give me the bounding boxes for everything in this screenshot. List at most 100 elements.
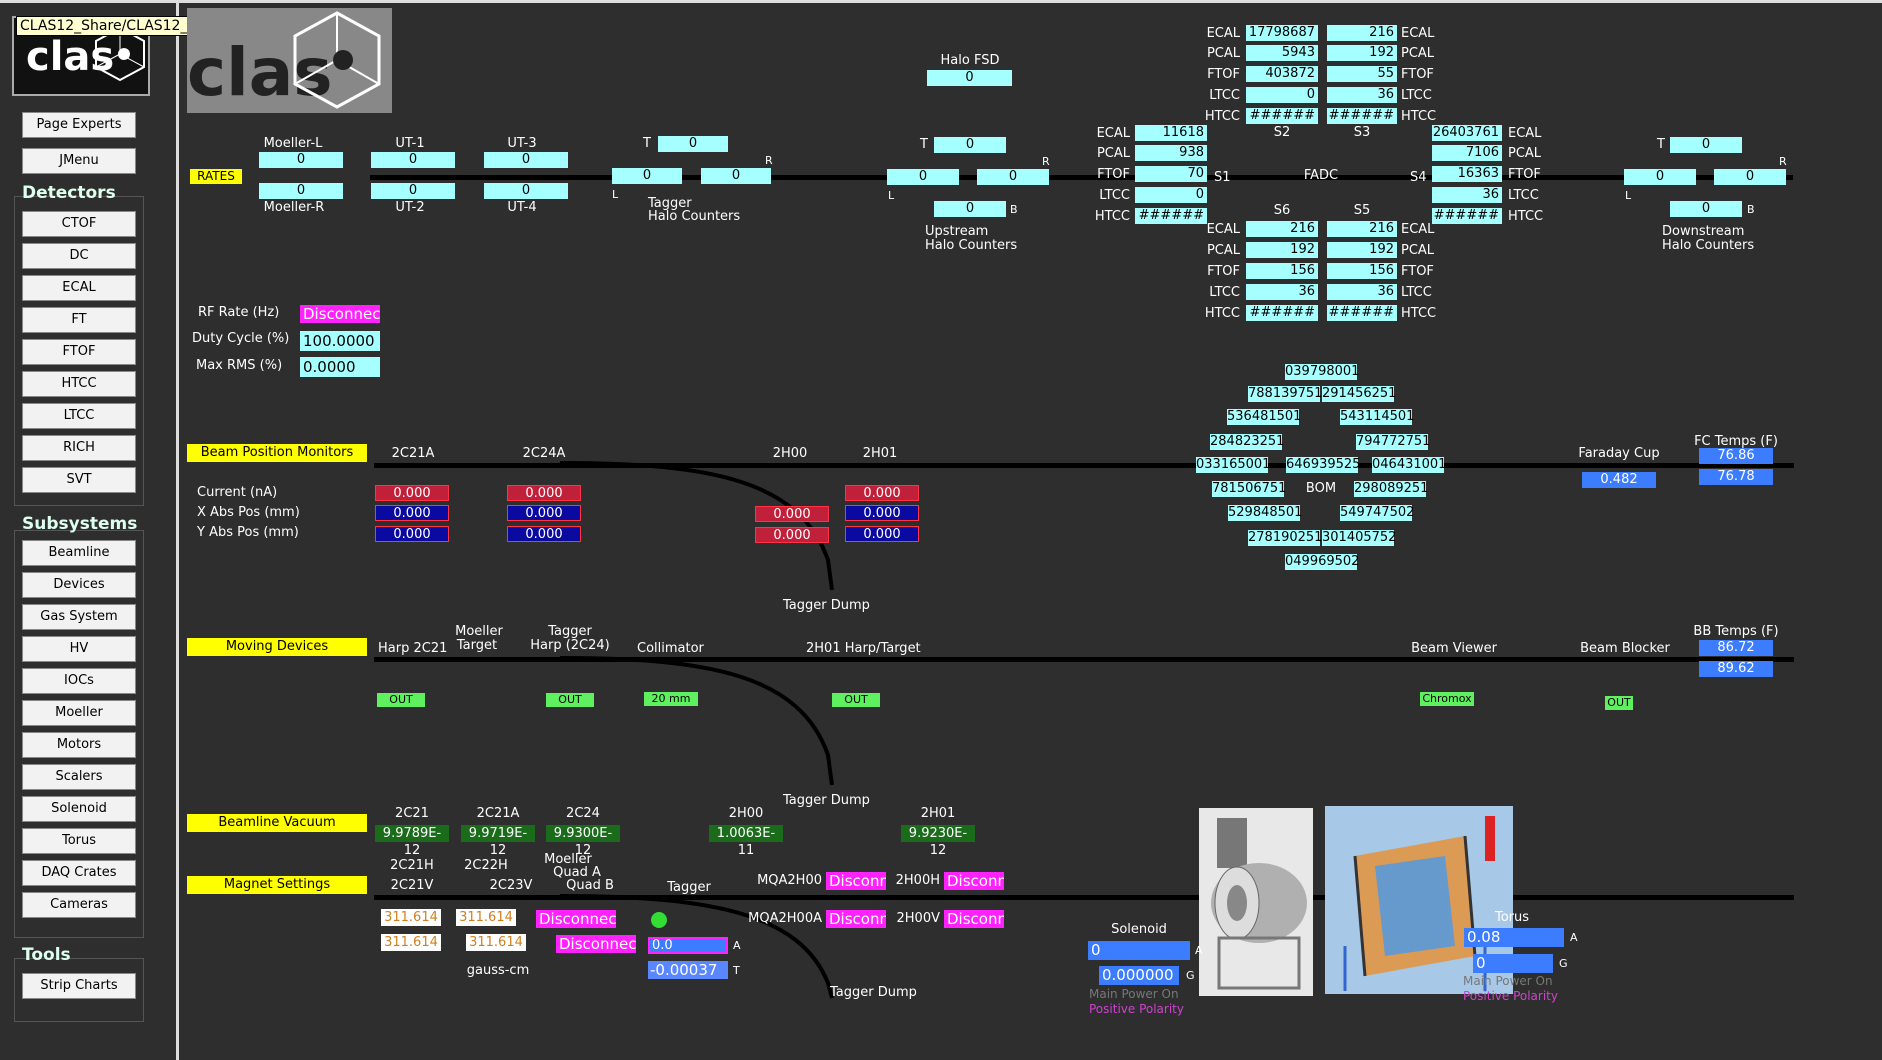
s2-label: S2 [1273,125,1291,140]
s3-ltcc: 36 [1327,87,1397,103]
s5-ltcc: 36 [1327,284,1397,300]
downstream-l-letter: L [1625,189,1632,202]
s6-ecal: 216 [1246,221,1318,237]
bpm-beamline [374,463,1794,468]
downstream-r-letter: R [1779,155,1787,168]
mag-2c21v-label: 2C21V [390,878,434,893]
torus-polarity: Positive Polarity [1463,989,1558,1003]
ctof-button[interactable]: CTOF [22,211,136,237]
svt-button[interactable]: SVT [22,467,136,493]
ltcc-button[interactable]: LTCC [22,403,136,429]
bom-value-12: 529848501 [1228,505,1303,521]
iocs-button[interactable]: IOCs [22,668,136,694]
ut3-value: 0 [484,152,568,168]
bom-value-4: 543114501 [1340,409,1415,425]
beam-blocker-label: Beam Blocker [1580,641,1670,656]
mqa2h00a-label: MQA2H00A [748,911,822,926]
bpm-2h00-label: 2H00 [772,446,808,461]
htcc-button[interactable]: HTCC [22,371,136,397]
s1-det-htcc: HTCC [1094,209,1130,224]
motors-button[interactable]: Motors [22,732,136,758]
s3-ecal: 216 [1327,25,1397,41]
s6-pcal: 192 [1246,242,1318,258]
s6-det-ftof: FTOF [1207,264,1240,279]
s6-det-htcc: HTCC [1204,306,1240,321]
solenoid-current-input[interactable]: 0 [1088,941,1190,960]
bpm-2c24a-y: 0.000 [507,526,581,542]
s2-det-ftof: FTOF [1207,67,1240,82]
ut1-label: UT-1 [395,136,425,151]
solenoid-field-value: 0.000000 [1099,966,1179,985]
solenoid-button[interactable]: Solenoid [22,796,136,822]
s1-htcc: ###### [1135,208,1207,224]
ut2-value: 0 [371,183,455,199]
devices-button[interactable]: Devices [22,572,136,598]
s4-ftof: 16363 [1432,166,1502,182]
rich-button[interactable]: RICH [22,435,136,461]
jmenu-button[interactable]: JMenu [22,148,136,174]
vac-2h01-label: 2H01 [920,806,956,821]
scalers-button[interactable]: Scalers [22,764,136,790]
bom-value-13: 549747502 [1340,505,1415,521]
bom-value-15: 301405752 [1322,530,1397,546]
detectors-group [14,196,144,506]
tagger-dump-label-2: Tagger Dump [783,793,870,808]
vac-2c21-value: 9.9789E-12 [375,825,449,858]
s5-det-ftof: FTOF [1401,264,1434,279]
strip-charts-button[interactable]: Strip Charts [22,973,136,999]
bom-value-3: 536481501 [1227,409,1302,425]
vac-2c21a-value: 9.9719E-12 [461,825,535,858]
tagger-status-led-icon [651,912,667,928]
vac-2h00-value: 1.0063E-11 [709,825,783,858]
torus-field-value: 0 [1473,954,1553,973]
daq-crates-button[interactable]: DAQ Crates [22,860,136,886]
page-experts-button[interactable]: Page Experts [22,112,136,138]
gas-system-button[interactable]: Gas System [22,604,136,630]
logo-large-text: clas [187,34,333,111]
tagger-unit-t: T [733,964,740,977]
torus-current-input[interactable]: 0.08 [1464,928,1564,947]
ft-button[interactable]: FT [22,307,136,333]
downstream-halo-title1: Downstream [1662,224,1745,239]
moeller-l-label: Moeller-L [263,136,323,151]
s2-htcc: ###### [1246,108,1318,124]
bom-label: BOM [1305,481,1337,496]
torus-illustration-icon [1343,816,1495,991]
ecal-button[interactable]: ECAL [22,275,136,301]
hv-button[interactable]: HV [22,636,136,662]
tagger-current-input[interactable]: 0.0 [648,937,728,954]
dc-button[interactable]: DC [22,243,136,269]
solenoid-unit-a: A [1195,944,1203,957]
bb-temps-label: BB Temps (F) [1693,624,1779,639]
s2-det-ecal: ECAL [1206,26,1240,41]
faraday-cup-value: 0.482 [1582,472,1656,488]
subsystems-group [14,530,144,938]
s6-det-ecal: ECAL [1206,222,1240,237]
upstream-b-letter: B [1010,203,1018,216]
bpm-2c21a-label: 2C21A [391,446,435,461]
bpm-2c24a-label: 2C24A [522,446,566,461]
mag-2c21v-value: 311.614 [381,934,441,951]
s1-label: S1 [1214,170,1231,185]
harp-2c21-label: Harp 2C21 [378,641,448,656]
mag-2c23v-label: 2C23V [489,878,533,893]
beamline-button[interactable]: Beamline [22,540,136,566]
vac-2c21-label: 2C21 [395,806,429,821]
s3-htcc: ###### [1327,108,1397,124]
cameras-button[interactable]: Cameras [22,892,136,918]
bpm-2c21a-current: 0.000 [375,485,449,501]
bb-temp-2: 89.62 [1699,661,1773,677]
rates-beamline [370,175,1793,180]
max-rms-value: 0.0000 [300,357,380,377]
mag-2c22h-label: 2C22H [464,858,508,873]
tagger-harp-label-2: Harp (2C24) [530,638,610,653]
ftof-button[interactable]: FTOF [22,339,136,365]
s1-ecal: 11618 [1135,125,1207,141]
s3-pcal: 192 [1327,45,1397,61]
tagger-dump-curve-2 [560,656,834,786]
moeller-button[interactable]: Moeller [22,700,136,726]
torus-button[interactable]: Torus [22,828,136,854]
fc-temp-2: 76.78 [1699,469,1773,485]
tagger-r-letter: R [765,154,773,167]
s4-label: S4 [1410,170,1427,185]
